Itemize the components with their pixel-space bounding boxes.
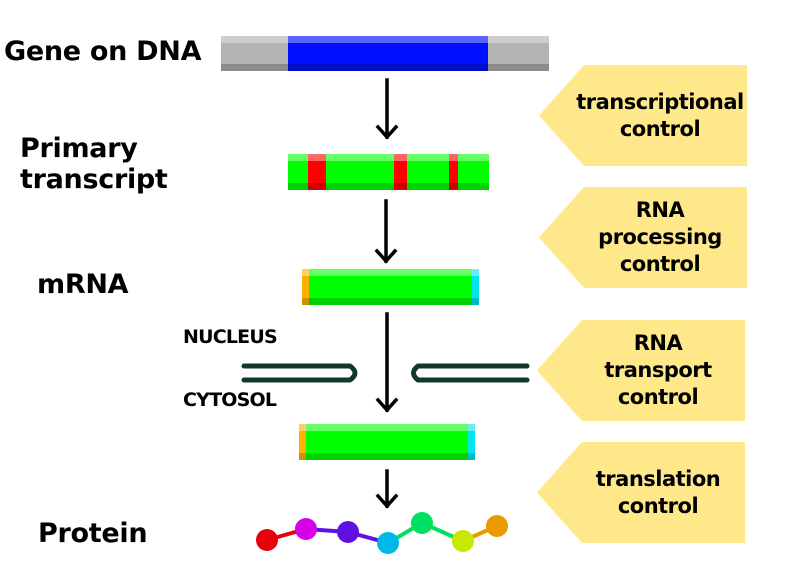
transcript-highlight	[288, 154, 489, 161]
primary-transcript-bar	[288, 154, 489, 190]
arrow-down-icon	[375, 469, 399, 509]
mrna-highlight	[302, 269, 479, 276]
primary-transcript-label-line-2: transcript	[20, 164, 168, 195]
mrna-5-cap	[299, 424, 306, 460]
gene-bar-highlight	[221, 36, 549, 43]
tag-line: control	[619, 252, 701, 276]
intron-3	[449, 154, 458, 190]
tag-rna-processing-control: RNA processing control	[539, 187, 747, 288]
amino-acid	[486, 515, 508, 537]
mrna-nucleus-bar	[302, 269, 479, 305]
tag-line: RNA	[635, 198, 685, 222]
tag-line: RNA	[633, 331, 683, 355]
amino-acid	[411, 512, 433, 534]
tag-line: processing	[598, 225, 722, 249]
amino-acid	[377, 532, 399, 554]
transcript-shadow	[288, 183, 489, 190]
gene-bar-shadow	[221, 64, 549, 71]
mrna-5-cap	[302, 269, 309, 305]
tag-translation-control: translation control	[537, 442, 745, 543]
gene-dna-bar	[221, 36, 549, 71]
nucleus-label: NUCLEUS	[183, 326, 278, 348]
arrow-down-icon	[375, 312, 399, 413]
membrane-right	[411, 363, 530, 383]
intron-2	[394, 154, 407, 190]
amino-acid	[337, 521, 359, 543]
tag-line: control	[617, 385, 699, 409]
mrna-label: mRNA	[37, 269, 129, 300]
arrow-down-icon	[375, 78, 399, 140]
mrna-3-tail	[468, 424, 475, 460]
gene-on-dna-label: Gene on DNA	[4, 36, 202, 67]
mrna-shadow	[299, 453, 475, 460]
cytosol-label: CYTOSOL	[183, 389, 277, 411]
amino-acid	[256, 529, 278, 551]
mrna-cytosol-bar	[299, 424, 475, 460]
intron-1	[308, 154, 326, 190]
gene-flank-right	[488, 36, 549, 71]
nuclear-membrane	[241, 363, 530, 383]
tag-transcriptional-control: transcriptional control	[539, 65, 747, 166]
protein-label: Protein	[38, 518, 148, 549]
mrna-body	[309, 269, 475, 305]
tag-line: transcriptional	[576, 89, 744, 114]
protein-chain	[256, 512, 508, 554]
tag-line: control	[619, 116, 701, 141]
primary-transcript-label-line-1: Primary	[20, 133, 138, 164]
gene-coding-region	[288, 36, 488, 71]
membrane-left	[241, 363, 358, 383]
amino-acid	[452, 530, 474, 552]
amino-acid	[295, 518, 317, 540]
gene-flank-left	[221, 36, 289, 71]
tag-line: translation	[595, 466, 721, 491]
tag-line: control	[617, 493, 699, 518]
primary-transcript-label: Primary transcript	[20, 133, 168, 195]
mrna-shadow	[302, 298, 479, 305]
mrna-highlight	[299, 424, 475, 431]
tag-line: transport	[604, 358, 712, 382]
mrna-body	[306, 424, 471, 460]
arrow-down-icon	[374, 199, 398, 264]
tag-rna-transport-control: RNA transport control	[537, 320, 745, 421]
mrna-3-tail	[472, 269, 479, 305]
